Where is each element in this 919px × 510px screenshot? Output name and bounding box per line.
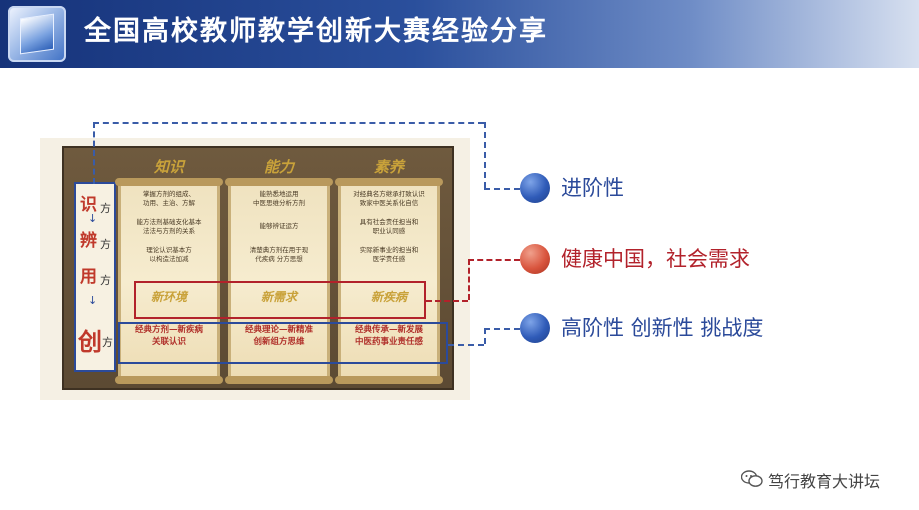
- scroll-text: 清楚典方剂在用于现: [249, 246, 309, 254]
- scroll-text: 医学责任感: [372, 255, 406, 263]
- scroll-new-label: 新环境: [150, 290, 187, 304]
- scroll-bottom-text: 经典方剂—新疾病 关联认识: [123, 324, 215, 348]
- scroll-text: 法法与方剂的关系: [143, 227, 195, 235]
- left-char-1: 识: [80, 195, 97, 215]
- connector-line: [484, 122, 486, 188]
- bullet-text-highorder: 高阶性 创新性 挑战度: [561, 316, 764, 340]
- bullet-text-progression: 进阶性: [561, 176, 624, 200]
- scroll-heading: 知识: [153, 158, 184, 176]
- logo-icon: [8, 6, 66, 62]
- connector-line: [484, 328, 520, 330]
- scroll-bottom-line: 经典传承—新发展: [354, 325, 423, 335]
- connector-line: [426, 300, 468, 302]
- header-bar: 全国高校教师教学创新大赛经验分享: [0, 0, 919, 68]
- page-title: 全国高校教师教学创新大赛经验分享: [84, 16, 548, 47]
- left-char-3: 用: [80, 267, 97, 287]
- scroll-bottom-line: 中医药事业责任感: [354, 337, 423, 347]
- scroll-text: 致家中医关系化自信: [359, 199, 419, 207]
- scroll-text: 理论认识基本方: [146, 246, 192, 254]
- scroll-text: 具有社会责任担当和: [359, 218, 419, 226]
- connector-line: [484, 328, 486, 344]
- scroll-text: 对经典名方继承打致认识: [353, 190, 425, 198]
- bullet-icon: [520, 244, 550, 274]
- connector-line: [484, 188, 520, 190]
- left-suffix-1: 方: [100, 202, 111, 215]
- scroll-text: 中医思维分析方剂: [253, 199, 305, 207]
- connector-line: [93, 122, 484, 124]
- scroll-bottom-text: 经典理论—新精准 创新组方思维: [233, 324, 325, 348]
- connector-line: [468, 259, 470, 300]
- scroll-heading: 能力: [263, 158, 294, 176]
- chevron-down-icon: ↓: [88, 212, 98, 225]
- scroll-bottom-line: 关联认识: [151, 337, 186, 347]
- scroll-text: 代疾病 分方思想: [255, 255, 303, 263]
- highlight-box-blue: [118, 322, 448, 364]
- connector-line: [448, 344, 484, 346]
- scroll-text: 实际新事业的担当和: [359, 246, 419, 254]
- left-suffix-4: 方: [102, 336, 113, 349]
- connector-line: [468, 259, 520, 261]
- wechat-icon: [741, 470, 763, 487]
- scroll-text: 掌握方剂的组成、: [143, 190, 195, 198]
- left-column: 识 方 ↓ 辨 方 用 方 ↓ 创 方: [74, 182, 116, 372]
- bullet-icon: [520, 173, 550, 203]
- left-char-4: 创: [78, 327, 102, 356]
- bullet-text-health: 健康中国，社会需求: [561, 247, 750, 271]
- scroll-text: 职业认同感: [372, 227, 406, 235]
- highlight-box-red: [134, 281, 426, 319]
- scroll-bottom-line: 创新组方思维: [253, 337, 305, 347]
- scroll-bottom-line: 经典方剂—新疾病: [134, 325, 203, 335]
- left-suffix-2: 方: [100, 238, 111, 251]
- scroll-new-label: 新需求: [260, 290, 297, 304]
- scroll-new-label: 新疾病: [370, 290, 407, 304]
- scroll-bottom-line: 经典理论—新精准: [244, 325, 313, 335]
- scroll-text: 能方法剂基础支化基本: [136, 218, 202, 226]
- connector-line: [93, 122, 95, 184]
- scroll-heading: 素养: [373, 158, 404, 176]
- scroll-text: 以构造法加减: [149, 255, 189, 263]
- chevron-down-icon: ↓: [88, 294, 98, 307]
- scroll-bottom-text: 经典传承—新发展 中医药事业责任感: [343, 324, 435, 348]
- scroll-text: 能熟悉地运用: [259, 190, 299, 198]
- scroll-text: 功用、主治、方解: [143, 199, 195, 207]
- bullet-icon: [520, 313, 550, 343]
- scroll-text: 能够辨证运方: [259, 222, 299, 230]
- left-char-2: 辨: [80, 231, 97, 251]
- watermark-text: 笃行教育大讲坛: [768, 472, 881, 491]
- left-suffix-3: 方: [100, 274, 111, 287]
